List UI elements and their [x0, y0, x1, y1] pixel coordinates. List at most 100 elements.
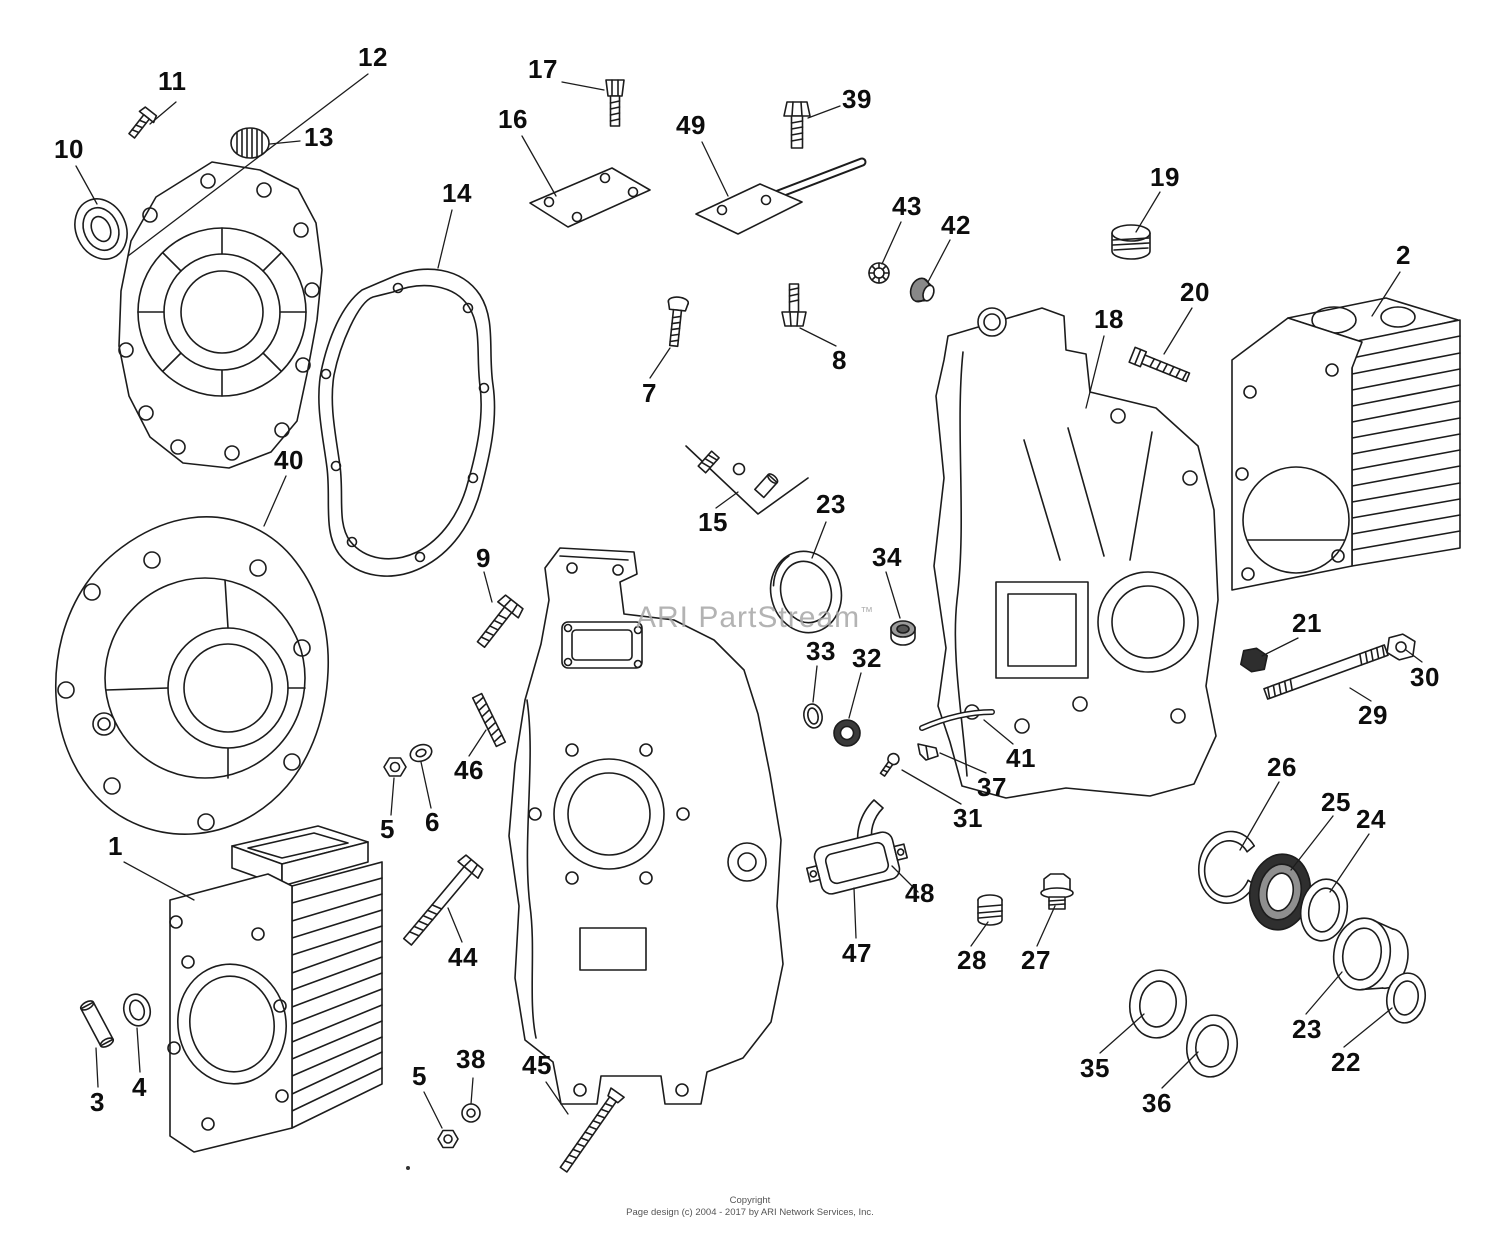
- part-7-screw: [667, 296, 690, 348]
- callout-16[interactable]: 16: [498, 104, 528, 134]
- part-32-bushing: [833, 719, 861, 747]
- watermark-text: ARI PartStream: [636, 601, 861, 634]
- callout-34[interactable]: 34: [872, 542, 902, 572]
- callout-46[interactable]: 46: [454, 755, 484, 785]
- callout-9[interactable]: 9: [476, 543, 491, 573]
- callout-41[interactable]: 41: [1006, 743, 1036, 773]
- callout-20[interactable]: 20: [1180, 277, 1210, 307]
- callout-38[interactable]: 38: [456, 1044, 486, 1074]
- part-3-pin: [79, 1000, 115, 1048]
- callout-36[interactable]: 36: [1142, 1088, 1172, 1118]
- part-36-washer: [1185, 1014, 1239, 1078]
- callout-23-b[interactable]: 23: [1292, 1014, 1322, 1044]
- part-4-ring: [122, 993, 152, 1027]
- part-16-breather-plate: [529, 167, 651, 228]
- part-49-lever: [695, 157, 867, 235]
- part-28-plug: [977, 894, 1003, 926]
- callout-39[interactable]: 39: [842, 84, 872, 114]
- callout-21[interactable]: 21: [1292, 608, 1322, 638]
- callout-12[interactable]: 12: [358, 42, 388, 72]
- callout-10[interactable]: 10: [54, 134, 84, 164]
- part-47-governor-cover: [805, 831, 909, 895]
- callout-45[interactable]: 45: [522, 1050, 552, 1080]
- callout-3[interactable]: 3: [90, 1087, 105, 1117]
- leader-lines: [75, 73, 1423, 1129]
- part-27-plug: [1040, 873, 1074, 910]
- part-8-bolt: [781, 283, 807, 327]
- footer-copyright: Copyright Page design (c) 2004 - 2017 by…: [555, 1195, 945, 1220]
- part-42-plug: [909, 277, 935, 303]
- callout-22[interactable]: 22: [1331, 1047, 1361, 1077]
- callout-28[interactable]: 28: [957, 945, 987, 975]
- stray-mark: [406, 1166, 410, 1170]
- callout-30[interactable]: 30: [1410, 662, 1440, 692]
- part-25-bearing: [1248, 853, 1312, 931]
- part-15-kit: [685, 445, 809, 515]
- callout-23-a[interactable]: 23: [816, 489, 846, 519]
- callout-44[interactable]: 44: [448, 942, 478, 972]
- part-44-bolt: [402, 854, 484, 946]
- callout-26[interactable]: 26: [1267, 752, 1297, 782]
- callout-8[interactable]: 8: [832, 345, 847, 375]
- callout-47[interactable]: 47: [842, 938, 872, 968]
- part-40-flywheel-housing: [54, 516, 330, 835]
- callout-14[interactable]: 14: [442, 178, 472, 208]
- watermark: ARI PartStream™: [636, 601, 874, 635]
- part-19-pipe-plug: [1111, 224, 1151, 260]
- part-45-screw: [559, 1087, 625, 1173]
- part-41-rod: [919, 709, 995, 731]
- part-1-cylinder-block: [167, 825, 383, 1153]
- callout-19[interactable]: 19: [1150, 162, 1180, 192]
- part-46-stud: [471, 692, 507, 748]
- callout-35[interactable]: 35: [1080, 1053, 1110, 1083]
- part-20-screw: [1128, 346, 1191, 383]
- callout-24[interactable]: 24: [1356, 804, 1386, 834]
- part-9-bolt: [476, 594, 524, 649]
- callout-27[interactable]: 27: [1021, 945, 1051, 975]
- callout-5-a[interactable]: 5: [380, 814, 395, 844]
- part-22-ring: [1385, 972, 1427, 1024]
- part-11-screw: [128, 106, 158, 139]
- callout-42[interactable]: 42: [941, 210, 971, 240]
- part-38-washer: [461, 1103, 481, 1123]
- watermark-tm: ™: [860, 604, 875, 619]
- callout-5-b[interactable]: 5: [412, 1061, 427, 1091]
- callout-25[interactable]: 25: [1321, 787, 1351, 817]
- callout-1[interactable]: 1: [108, 831, 123, 861]
- part-18-crankcase-half-rear: [933, 307, 1219, 799]
- part-29-stud: [1263, 644, 1389, 700]
- callout-29[interactable]: 29: [1358, 700, 1388, 730]
- callout-40[interactable]: 40: [274, 445, 304, 475]
- callout-11[interactable]: 11: [158, 66, 187, 96]
- callout-49[interactable]: 49: [676, 110, 706, 140]
- part-14-gasket: [318, 268, 496, 577]
- part-5-nut: [383, 757, 407, 777]
- part-39-bolt: [783, 101, 811, 149]
- part-10-oil-seal: [74, 198, 128, 260]
- callout-4[interactable]: 4: [132, 1072, 147, 1102]
- callout-6[interactable]: 6: [425, 807, 440, 837]
- callout-32[interactable]: 32: [852, 643, 882, 673]
- callout-37[interactable]: 37: [977, 772, 1007, 802]
- callout-15[interactable]: 15: [698, 507, 728, 537]
- callout-31[interactable]: 31: [953, 803, 983, 833]
- callout-17[interactable]: 17: [528, 54, 558, 84]
- part-23-retainer: [769, 550, 843, 634]
- part-12-bearing-plate-cover: [118, 161, 323, 469]
- part-37-clip: [917, 743, 939, 761]
- callout-43[interactable]: 43: [892, 191, 922, 221]
- callout-7[interactable]: 7: [642, 378, 657, 408]
- callout-33[interactable]: 33: [806, 636, 836, 666]
- part-6-washer: [409, 743, 433, 763]
- part-23-sleeve: [1332, 917, 1409, 991]
- part-crankcase-half-front: [508, 547, 784, 1105]
- part-24-ring: [1299, 878, 1349, 942]
- callout-2[interactable]: 2: [1396, 240, 1411, 270]
- copyright-line-1: Copyright: [729, 1195, 771, 1206]
- callout-13[interactable]: 13: [304, 122, 334, 152]
- callout-18[interactable]: 18: [1094, 304, 1124, 334]
- part-31-screw: [879, 752, 900, 777]
- part-2-cylinder-barrel: [1231, 297, 1461, 591]
- callout-48[interactable]: 48: [905, 878, 935, 908]
